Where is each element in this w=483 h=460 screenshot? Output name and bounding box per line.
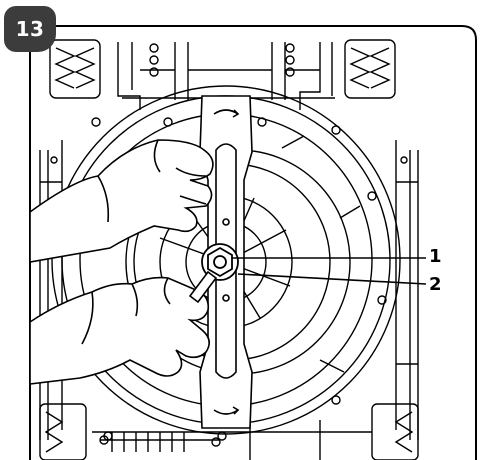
callout-line-2: [237, 273, 427, 285]
rear-right-wheel: [344, 39, 396, 99]
rear-left-wheel: [49, 39, 101, 99]
gloved-hands: [29, 139, 218, 385]
front-rail: [92, 420, 372, 460]
wrench: [188, 270, 218, 304]
blade-nut-and-washer: [201, 243, 239, 281]
step-number: 13: [15, 17, 45, 41]
lower-hand: [29, 276, 210, 385]
callout-label-2: 2: [429, 274, 442, 295]
step-number-badge: 13: [4, 6, 56, 52]
callout-label-1: 1: [429, 246, 442, 267]
side-rails: [39, 140, 419, 440]
upper-hand: [29, 139, 214, 263]
top-bracket: [117, 42, 335, 110]
callout-leaders: [232, 257, 427, 285]
